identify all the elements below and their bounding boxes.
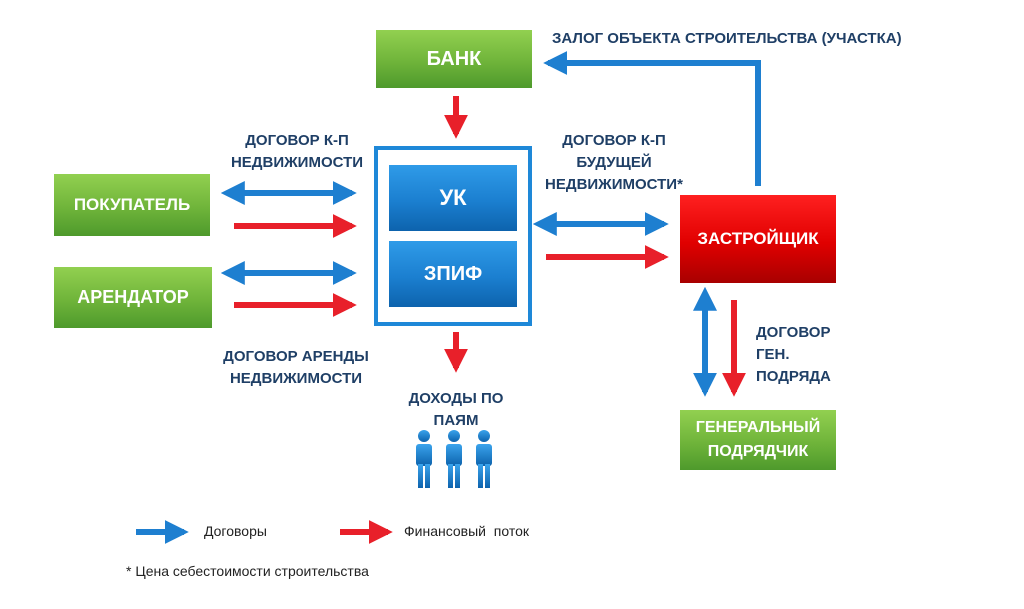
- pledge-text: ЗАЛОГ ОБЪЕКТА СТРОИТЕЛЬСТВА (УЧАСТКА): [552, 30, 902, 47]
- zpif-label: ЗПИФ: [423, 262, 483, 285]
- person-icon: [416, 430, 432, 488]
- shareholders-icon: [416, 430, 492, 488]
- pledge-label: ЗАЛОГ ОБЪЕКТА СТРОИТЕЛЬСТВА (УЧАСТКА): [552, 28, 912, 50]
- income-line1: ДОХОДЫ ПО: [408, 390, 504, 407]
- future-contract-line1: ДОГОВОР К-П: [562, 132, 666, 149]
- footnote: * Цена себестоимости строительства: [126, 563, 369, 579]
- pledge-arrow: [543, 51, 761, 186]
- tenant-label: АРЕНДАТОР: [77, 287, 189, 307]
- person-icon: [446, 430, 462, 488]
- gen-contractor-box: ГЕНЕРАЛЬНЫЙ ПОДРЯДЧИК: [680, 410, 836, 470]
- lease-contract-line1: ДОГОВОР АРЕНДЫ: [223, 348, 369, 365]
- tenant-box: АРЕНДАТОР: [54, 267, 212, 328]
- sale-contract-label: ДОГОВОР К-П НЕДВИЖИМОСТИ: [222, 130, 372, 174]
- gen-contractor-label-1: ГЕНЕРАЛЬНЫЙ: [695, 419, 821, 436]
- sale-contract-line2: НЕДВИЖИМОСТИ: [230, 154, 364, 171]
- person-icon: [476, 430, 492, 488]
- future-contract-line2: БУДУЩЕЙ: [576, 154, 652, 171]
- buyer-label: ПОКУПАТЕЛЬ: [73, 195, 191, 214]
- gen-contract-line1: ДОГОВОР: [756, 324, 831, 341]
- legend-contracts-label: Договоры: [204, 523, 267, 539]
- uk-label: УК: [439, 185, 467, 210]
- uk-box: УК: [389, 165, 517, 231]
- gen-contract-line3: ПОДРЯДА: [756, 368, 831, 385]
- income-label: ДОХОДЫ ПО ПАЯМ: [386, 388, 526, 432]
- buyer-box: ПОКУПАТЕЛЬ: [54, 174, 210, 236]
- legend-finance-label: Финансовый поток: [404, 523, 529, 539]
- zpif-box: ЗПИФ: [389, 241, 517, 307]
- future-contract-label: ДОГОВОР К-П БУДУЩЕЙ НЕДВИЖИМОСТИ*: [534, 130, 694, 196]
- lease-contract-line2: НЕДВИЖИМОСТИ: [229, 370, 363, 387]
- sale-contract-line1: ДОГОВОР К-П: [245, 132, 349, 149]
- gen-contract-line2: ГЕН.: [756, 346, 790, 363]
- bank-box: БАНК: [376, 30, 532, 88]
- bank-label: БАНК: [426, 47, 482, 70]
- lease-contract-label: ДОГОВОР АРЕНДЫ НЕДВИЖИМОСТИ: [210, 346, 382, 390]
- gen-contractor-label-2: ПОДРЯДЧИК: [707, 443, 809, 460]
- income-line2: ПАЯМ: [433, 412, 479, 429]
- gen-contract-label: ДОГОВОР ГЕН. ПОДРЯДА: [756, 322, 856, 388]
- developer-box: ЗАСТРОЙЩИК: [680, 195, 836, 283]
- developer-label: ЗАСТРОЙЩИК: [697, 229, 819, 248]
- future-contract-line3: НЕДВИЖИМОСТИ*: [545, 176, 683, 193]
